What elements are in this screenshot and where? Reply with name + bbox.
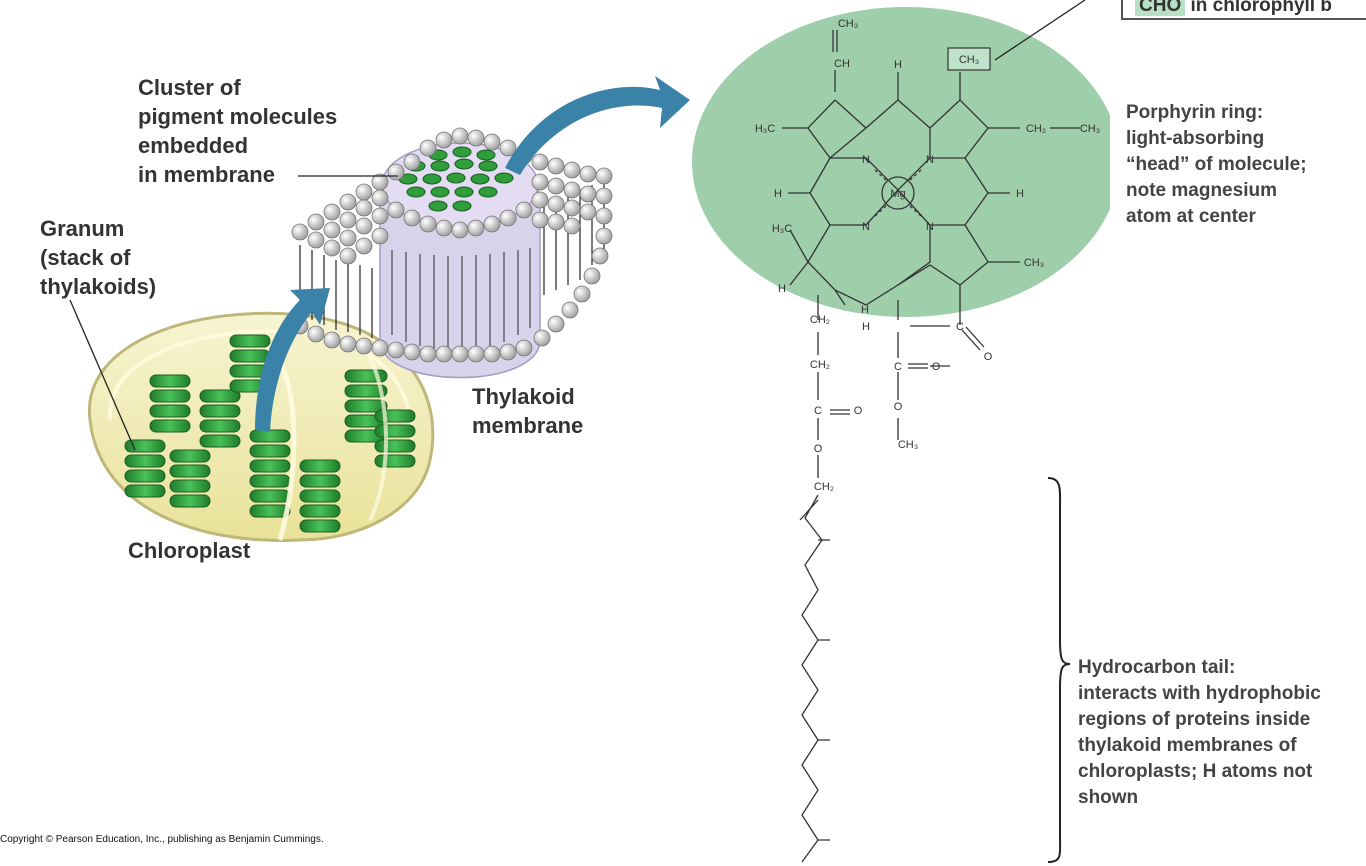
atom-ch3-right: CH₃	[1080, 123, 1100, 135]
atom-o-methyl: O	[894, 401, 903, 413]
atom-h-chain: H	[862, 321, 870, 333]
atom-h-left: H	[774, 188, 782, 200]
atom-n-2: N	[926, 154, 934, 166]
chloroplast-label: Chloroplast	[128, 538, 251, 563]
atom-n-3: N	[862, 221, 870, 233]
atom-c-ester-2: C	[894, 361, 902, 373]
atom-h-right: H	[1016, 188, 1024, 200]
atom-c-ester-1: C	[814, 405, 822, 417]
chlorophyll-structure: CH₃ CH H CH₃ H₃C CH₂ CH₃ N N N N Mg H H …	[692, 0, 1110, 863]
atom-h-top: H	[894, 59, 902, 71]
zoom-arrow-to-molecule	[505, 76, 690, 175]
atom-n-4: N	[926, 221, 934, 233]
atom-ch2-right: CH₂	[1026, 123, 1046, 135]
atom-ch2-chain-3: CH₂	[814, 481, 834, 493]
porphyrin-label: Porphyrin ring: light-absorbing “head” o…	[1126, 102, 1307, 227]
atom-n-1: N	[862, 154, 870, 166]
atom-ch3-methyl: CH₃	[898, 439, 918, 451]
atom-h-lower: H	[861, 304, 869, 316]
atom-ch: CH	[834, 58, 850, 70]
atom-ch2-chain-2: CH₂	[810, 359, 830, 371]
thylakoid-membrane-label: Thylakoid membrane	[472, 384, 584, 438]
atom-h-lower-left: H	[778, 283, 786, 295]
ch3-callout-box	[947, 47, 991, 71]
thylakoid-membrane-block	[291, 127, 613, 379]
zoom-arrow-to-membrane	[255, 288, 330, 432]
porphyrin-ring-highlight	[692, 7, 1110, 317]
atom-h3c-lower: H₃C	[772, 223, 792, 235]
chloroplast-illustration	[69, 76, 690, 542]
atom-ch3-boxed: CH₃	[959, 54, 979, 66]
hydrocarbon-label: Hydrocarbon tail: interacts with hydroph…	[1078, 657, 1321, 808]
atom-ch2-chain-1: CH₂	[810, 314, 830, 326]
atom-o-ester-2: O	[932, 361, 941, 373]
atom-mg: Mg	[890, 188, 905, 200]
granum-stacks	[124, 334, 416, 533]
cho-callout: CHO in chlorophyll b	[1121, 0, 1366, 20]
atom-ch3-top: CH₃	[838, 18, 858, 30]
granum-label: Granum (stack of thylakoids)	[40, 216, 157, 299]
atom-c-keto: C	[956, 321, 964, 333]
atom-o-chain: O	[814, 443, 823, 455]
atom-h3c-left: H₃C	[755, 123, 775, 135]
atom-ch3-lower-right: CH₃	[1024, 257, 1044, 269]
atom-o-keto: O	[984, 351, 993, 363]
callout-text: in chlorophyll b	[1190, 0, 1332, 16]
atom-o-ester-1: O	[854, 405, 863, 417]
tail-brace	[1047, 477, 1071, 863]
copyright-text: Copyright © Pearson Education, Inc., pub…	[0, 834, 324, 845]
cluster-label: Cluster of pigment molecules embedded in…	[138, 75, 338, 187]
callout-highlight: CHO	[1135, 0, 1186, 16]
